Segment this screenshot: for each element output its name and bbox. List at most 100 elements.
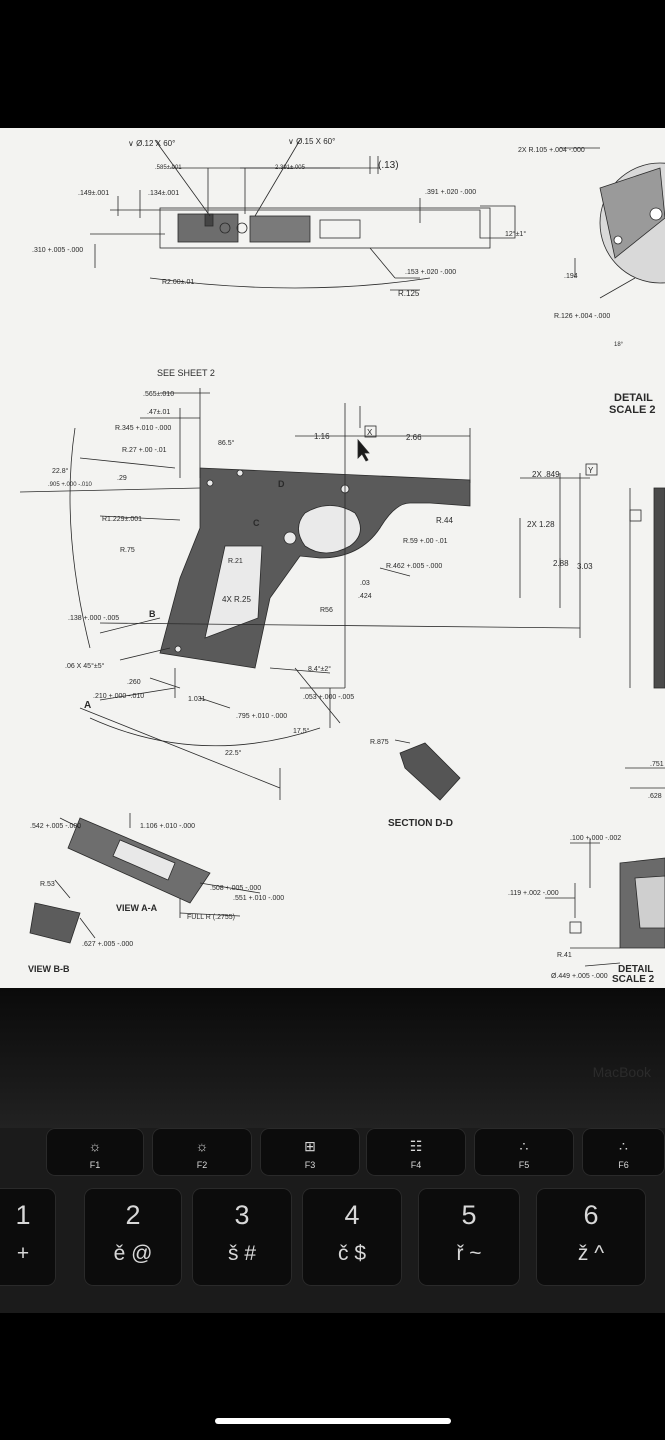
detail-title: DETAIL (614, 392, 653, 404)
key-f4[interactable]: ☷ F4 (366, 1128, 466, 1176)
key-label: F2 (196, 1160, 208, 1170)
dim-label: 86.5° (218, 439, 235, 447)
key-f3[interactable]: ⊞ F3 (260, 1128, 360, 1176)
keyboard: ☼ F1 ☼ F2 ⊞ F3 ☷ F4 ∴ F5 ∴ F6 1 + 2 ě @ … (0, 1128, 665, 1313)
datum-x: X (367, 428, 373, 437)
dim-label: R.27 +.00 -.01 (122, 447, 167, 454)
dim-label: .391 +.020 -.000 (425, 189, 476, 196)
key-secondary: č $ (337, 1242, 366, 1265)
dim-label: .100 +.000 -.002 (570, 835, 621, 842)
key-primary: 3 (234, 1200, 250, 1230)
dim-label: .03 (360, 580, 370, 587)
dim-label: Ø.449 +.005 -.000 (551, 973, 608, 980)
home-indicator[interactable] (215, 1418, 451, 1424)
dim-label: R.75 (120, 547, 135, 554)
key-primary: 4 (344, 1200, 360, 1230)
dim-label: (.13) (378, 160, 399, 171)
dim-label: 2.66 (406, 433, 422, 442)
key-1[interactable]: 1 + (0, 1188, 56, 1286)
dim-label: 2.391±.005 (275, 165, 306, 171)
key-5[interactable]: 5 ř ~ (418, 1188, 520, 1286)
monitor-screen: ∨ Ø.12 X 60° ∨ Ø.15 X 60° .585±.001 2.39… (0, 128, 665, 988)
detail-scale: SCALE 2 (609, 404, 655, 416)
key-3[interactable]: 3 š # (192, 1188, 292, 1286)
dim-label: .194 (564, 273, 578, 280)
dim-label: R.21 (228, 558, 243, 565)
key-label: F1 (89, 1160, 101, 1170)
view-a-a-title: VIEW A-A (116, 903, 158, 913)
dim-label: .628 (648, 793, 662, 800)
dim-label: 12°±1° (505, 230, 526, 238)
technical-drawing: ∨ Ø.12 X 60° ∨ Ø.15 X 60° .585±.001 2.39… (19, 137, 665, 985)
dim-label: 2X R.105 +.004 -.000 (518, 147, 585, 154)
dim-label: .795 +.010 -.000 (236, 713, 287, 720)
dim-label: 3.03 (577, 562, 593, 571)
laptop-brand: MacBook (592, 1064, 651, 1080)
key-primary: 5 (461, 1200, 477, 1230)
dim-label: R.53 (40, 881, 55, 888)
key-f5[interactable]: ∴ F5 (474, 1128, 574, 1176)
key-primary: 2 (125, 1200, 141, 1230)
launchpad-icon: ☷ (409, 1138, 423, 1154)
key-label: F5 (518, 1160, 530, 1170)
dim-label: .210 +.000 -.010 (93, 693, 144, 700)
dim-label: 18° (614, 342, 624, 348)
phone-bottom-area (0, 1313, 665, 1440)
dim-label: .424 (358, 593, 372, 600)
dim-label: .565±.010 (143, 391, 174, 398)
section-d-d-title: SECTION D-D (388, 818, 453, 829)
dim-label: 2X .849 (532, 470, 560, 479)
dim-label: .751 (650, 761, 664, 768)
dim-label: .138 +.000 -.005 (68, 615, 119, 622)
dim-label: .29 (117, 475, 127, 482)
key-primary: 1 (15, 1200, 31, 1230)
key-f2[interactable]: ☼ F2 (152, 1128, 252, 1176)
dim-label: R.345 +.010 -.000 (115, 425, 171, 432)
dim-label: .542 +.005 -.000 (30, 823, 81, 830)
key-secondary: ž ^ (577, 1242, 605, 1265)
section-marker-c: C (253, 518, 260, 528)
dim-label: .134±.001 (148, 190, 179, 197)
dim-label: 1.031 (188, 696, 206, 703)
dim-label: .585±.001 (155, 165, 182, 171)
dim-label: .260 (127, 679, 141, 686)
brightness-up-icon: ☼ (195, 1138, 209, 1154)
key-f1[interactable]: ☼ F1 (46, 1128, 144, 1176)
dim-label: R2.00±.01 (162, 279, 194, 286)
detail-scale: SCALE 2 (612, 974, 655, 985)
key-6[interactable]: 6 ž ^ (536, 1188, 646, 1286)
dim-label: R.875 (370, 739, 389, 746)
key-4[interactable]: 4 č $ (302, 1188, 402, 1286)
dim-label: ∨ Ø.15 X 60° (288, 137, 335, 146)
dim-label: 22.5° (225, 749, 242, 757)
dim-label: R.41 (557, 952, 572, 959)
dim-label: R56 (320, 607, 333, 614)
dim-label: R.462 +.005 -.000 (386, 563, 442, 570)
key-secondary: ě @ (113, 1242, 153, 1265)
keyboard-light-up-icon: ∴ (619, 1138, 628, 1154)
dim-label: .149±.001 (78, 190, 109, 197)
dim-label: .119 +.002 -.000 (508, 890, 559, 897)
dim-label: ∨ Ø.12 X 60° (128, 139, 175, 148)
dim-label: 1.106 +.010 -.000 (140, 823, 195, 830)
datum-y: Y (588, 466, 594, 475)
dim-label: FULL R (.2755) (187, 914, 235, 921)
dim-label: .053 +.000 -.005 (303, 694, 354, 701)
dim-label: .310 +.005 -.000 (32, 247, 83, 254)
key-f6[interactable]: ∴ F6 (582, 1128, 665, 1176)
key-label: F4 (410, 1160, 422, 1170)
dim-label: .905 +.000 -.010 (48, 482, 93, 488)
dim-label: .551 +.010 -.000 (233, 895, 284, 902)
key-2[interactable]: 2 ě @ (84, 1188, 182, 1286)
key-secondary: š # (227, 1242, 256, 1265)
key-primary: 6 (583, 1200, 599, 1230)
key-secondary: ř ~ (456, 1242, 482, 1265)
dim-label: R1.229±.001 (102, 516, 142, 523)
section-marker-a: A (84, 700, 91, 711)
dim-label: .06 X 45°±5° (65, 662, 105, 670)
dim-label: R.59 +.00 -.01 (403, 538, 448, 545)
brightness-down-icon: ☼ (88, 1138, 102, 1154)
dim-label: 22.8° (52, 467, 69, 475)
section-marker-b: B (149, 609, 156, 619)
dim-label: 1.16 (314, 432, 330, 441)
